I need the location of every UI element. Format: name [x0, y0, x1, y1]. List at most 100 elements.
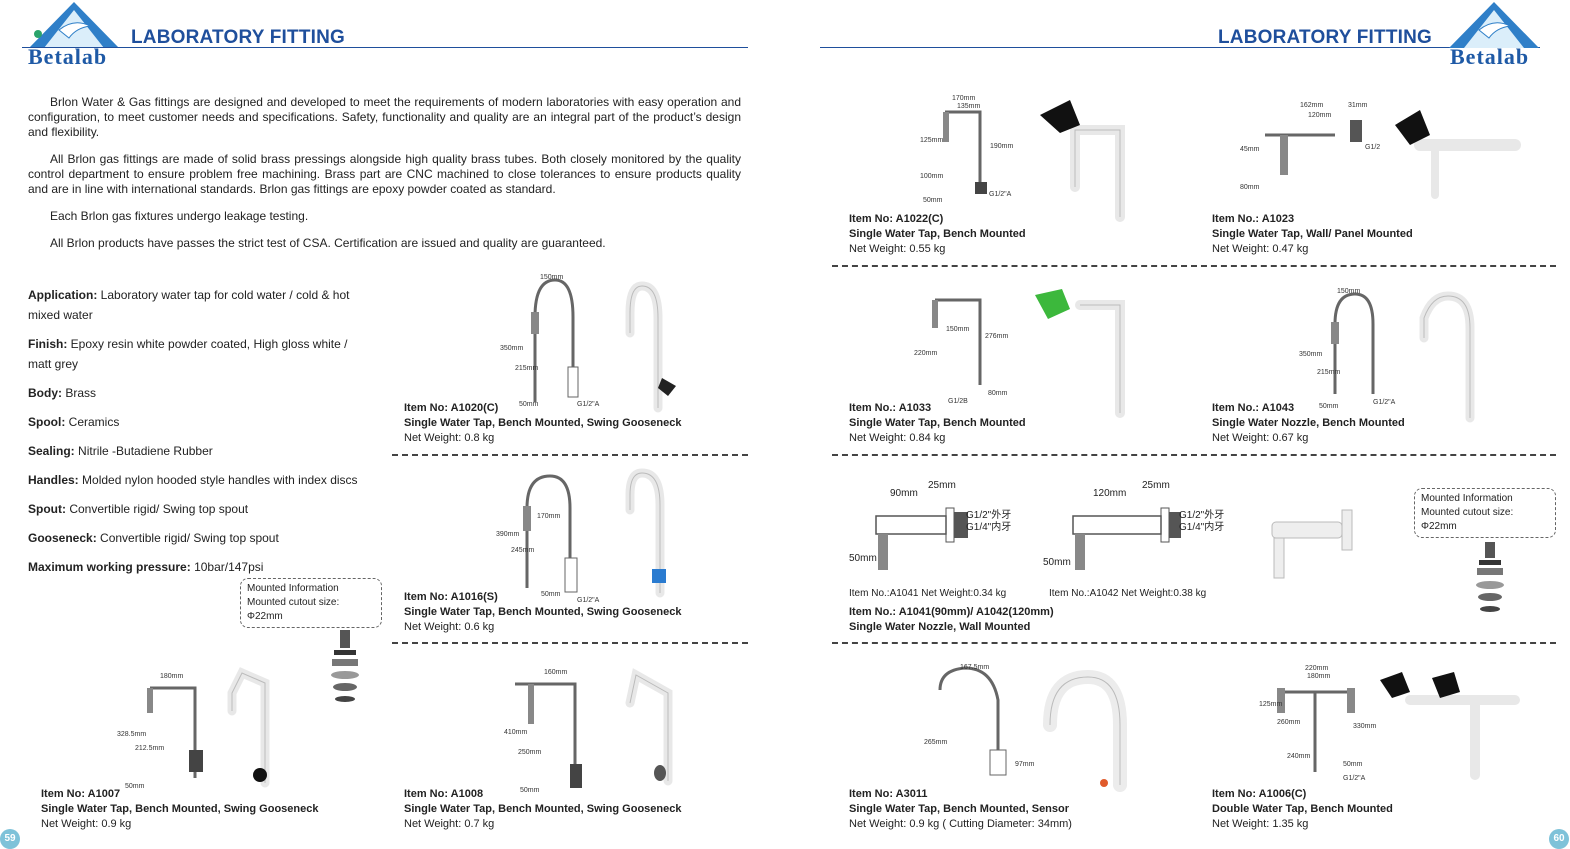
- page-title-left: LABORATORY FITTING: [131, 27, 346, 48]
- mounted-cutout-size: Mounted cutout size: Φ22mm: [247, 597, 340, 622]
- a1041-dim-length: 90mm: [890, 488, 918, 499]
- spec-spout: Spout: Convertible rigid/ Swing top spou…: [28, 502, 249, 516]
- a1043-drawing: 150mm 350mm 215mm 50mm G1/2"A: [1299, 288, 1396, 409]
- svg-text:220mm: 220mm: [914, 350, 938, 357]
- a1016-photo: [625, 468, 666, 598]
- svg-text:350mm: 350mm: [1299, 351, 1323, 358]
- svg-text:50mm: 50mm: [541, 591, 561, 598]
- svg-text:50mm: 50mm: [1343, 761, 1363, 768]
- a1008-drawing: 160mm 410mm 250mm 50mm: [504, 669, 582, 794]
- a1006-photo: [1380, 672, 1520, 780]
- logo-triangle-icon: [29, 2, 119, 48]
- svg-text:180mm: 180mm: [1307, 673, 1331, 680]
- page-title-right: LABORATORY FITTING: [1218, 27, 1433, 48]
- item-a1033: Item No.: A1033 Single Water Tap, Bench …: [849, 402, 1026, 444]
- spec-gooseneck: Gooseneck: Convertible rigid/ Swing top …: [28, 531, 279, 545]
- a1041-photo: [1271, 509, 1353, 579]
- svg-text:G1/2"A: G1/2"A: [1343, 775, 1366, 782]
- svg-text:410mm: 410mm: [504, 729, 528, 736]
- svg-text:97mm: 97mm: [1015, 761, 1035, 768]
- spec-spool: Spool: Ceramics: [28, 415, 120, 429]
- svg-text:45mm: 45mm: [1240, 146, 1260, 153]
- svg-text:167.5mm: 167.5mm: [960, 664, 989, 671]
- a1007-drawing: 180mm 328.5mm 212.5mm 50mm: [117, 673, 203, 790]
- intro-paragraph: All Brlon products have passes the stric…: [50, 236, 606, 250]
- a1016-drawing: 170mm 390mm 245mm 50mm G1/2"A: [496, 474, 600, 603]
- a1033-drawing: 150mm 276mm 220mm 80mm G1/2B: [914, 298, 1009, 405]
- a1041-thread-inner: G1/4"内牙: [966, 522, 1012, 533]
- spec-application: Application: Laboratory water tap for co…: [28, 288, 350, 322]
- mounted-cutout-size: Mounted cutout size: Φ22mm: [1421, 507, 1514, 532]
- a1022-photo: [1040, 100, 1125, 222]
- item-a1008: Item No: A1008 Single Water Tap, Bench M…: [404, 788, 682, 830]
- svg-text:50mm: 50mm: [519, 401, 539, 407]
- svg-text:G1/2"A: G1/2"A: [1365, 144, 1380, 151]
- svg-text:170mm: 170mm: [952, 95, 976, 102]
- spec-sealing: Sealing: Nitrile -Butadiene Rubber: [28, 444, 213, 458]
- svg-text:240mm: 240mm: [1287, 753, 1311, 760]
- divider: [392, 642, 748, 644]
- page-number-right: 60: [1549, 829, 1569, 849]
- a1042-drawing: [1072, 507, 1181, 570]
- item-a1023: Item No.: A1023 Single Water Tap, Wall/ …: [1212, 213, 1413, 255]
- a1041-dim-flange: 25mm: [928, 480, 956, 491]
- header-rule-right: [820, 47, 1540, 48]
- svg-text:100mm: 100mm: [920, 173, 944, 180]
- intro-paragraph: Brlon Water & Gas fittings are designed …: [28, 95, 741, 139]
- svg-text:80mm: 80mm: [1240, 184, 1260, 191]
- a1022-drawing: 170mm 135mm 125mm 190mm 100mm 50mm G1/2"…: [920, 95, 1014, 204]
- a1041-dim-height: 50mm: [849, 553, 877, 564]
- svg-text:160mm: 160mm: [544, 669, 568, 676]
- mounted-info-title: Mounted Information: [1421, 493, 1513, 504]
- a3011-drawing: 167.5mm 265mm 97mm: [924, 664, 1035, 776]
- svg-text:180mm: 180mm: [160, 673, 184, 680]
- svg-text:328.5mm: 328.5mm: [117, 731, 146, 738]
- svg-text:220mm: 220mm: [1305, 665, 1329, 672]
- betalab-logo-right: [1444, 0, 1544, 68]
- svg-text:G1/2"A: G1/2"A: [1373, 399, 1396, 406]
- svg-text:215mm: 215mm: [515, 365, 539, 372]
- svg-text:120mm: 120mm: [1308, 112, 1332, 119]
- mounted-info-box-right: Mounted Information Mounted cutout size:…: [1414, 488, 1556, 538]
- mounting-parts-icon: [331, 630, 359, 702]
- divider: [832, 265, 1556, 267]
- divider: [832, 454, 1556, 456]
- item-a1020: Item No: A1020(C) Single Water Tap, Benc…: [404, 402, 682, 444]
- svg-text:212.5mm: 212.5mm: [135, 745, 164, 752]
- a1042-weight-note: Item No.:A1042 Net Weight:0.38 kg: [1049, 588, 1207, 599]
- svg-text:330mm: 330mm: [1353, 723, 1377, 730]
- svg-text:245mm: 245mm: [511, 547, 535, 554]
- spec-finish: Finish: Epoxy resin white powder coated,…: [28, 337, 348, 371]
- svg-text:150mm: 150mm: [946, 326, 970, 333]
- a1008-photo: [625, 668, 673, 786]
- page-number-left: 59: [0, 829, 20, 849]
- svg-text:G1/2"A: G1/2"A: [577, 597, 600, 603]
- divider: [832, 642, 1556, 644]
- svg-text:190mm: 190mm: [990, 143, 1014, 150]
- item-a1022: Item No: A1022(C) Single Water Tap, Benc…: [849, 213, 1026, 255]
- header-rule-left: [22, 47, 748, 48]
- item-a1016: Item No: A1016(S) Single Water Tap, Benc…: [404, 591, 682, 633]
- svg-text:150mm: 150mm: [540, 274, 564, 281]
- svg-text:G1/2"A: G1/2"A: [577, 401, 600, 407]
- intro-paragraph: Each Brlon gas fixtures undergo leakage …: [50, 209, 309, 223]
- svg-text:50mm: 50mm: [1319, 403, 1339, 409]
- svg-text:50mm: 50mm: [125, 783, 145, 790]
- svg-text:125mm: 125mm: [1259, 701, 1283, 708]
- betalab-logo-left: [24, 0, 124, 68]
- a1006-drawing: 220mm 180mm 125mm 260mm 330mm 240mm 50mm…: [1259, 665, 1377, 782]
- svg-text:31mm: 31mm: [1348, 102, 1368, 109]
- intro-text: Brlon Water & Gas fittings are designed …: [28, 95, 741, 259]
- a1043-photo: [1419, 291, 1475, 423]
- svg-text:350mm: 350mm: [500, 345, 524, 352]
- intro-paragraph: All Brlon gas fittings are made of solid…: [28, 152, 741, 196]
- brand-name-left: Betalab: [28, 44, 108, 69]
- item-a1007: Item No: A1007 Single Water Tap, Bench M…: [41, 788, 319, 830]
- a1041-thread-outer: G1/2"外牙: [966, 510, 1012, 521]
- svg-text:50mm: 50mm: [520, 787, 540, 794]
- item-a1041-a1042: Item No.: A1041(90mm)/ A1042(120mm) Sing…: [849, 606, 1054, 633]
- spec-body: Body: Brass: [28, 386, 97, 400]
- svg-text:125mm: 125mm: [920, 137, 944, 144]
- a1042-dim-height: 50mm: [1043, 557, 1071, 568]
- item-a1006: Item No: A1006(C) Double Water Tap, Benc…: [1212, 788, 1393, 830]
